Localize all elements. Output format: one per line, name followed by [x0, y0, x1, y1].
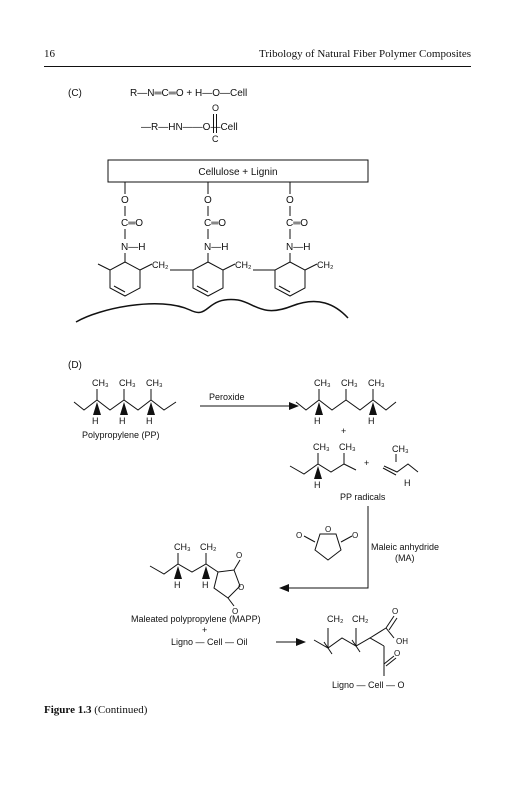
product-oh: OH [396, 637, 408, 646]
benzene-ring-1 [97, 253, 153, 297]
panel-d: (D) CH₃ CH₃ CH₃ H H H Polypropylene (PP)… [68, 360, 439, 690]
polypropylene-structure: CH₃ CH₃ CH₃ H H H Polypropylene (PP) [73, 378, 177, 440]
mapp-ring-o: O [238, 583, 244, 592]
maleic-anhydride-structure: O O O Maleic anhydride (MA) [296, 525, 439, 563]
radical-ch3-2: CH₃ [341, 378, 358, 388]
product-o-2: O [394, 649, 400, 658]
linkage-3-carbonyl: C═O [286, 218, 308, 229]
panel-c: (C) R—N═C═O + H—O—Cell —R—HN——O—Cell O C… [68, 88, 369, 323]
ligno-cell-o: Ligno — Cell — O [332, 680, 405, 690]
mapp-ch2: CH₂ [200, 542, 217, 552]
linkage-3-amine: N—H [286, 242, 310, 253]
mapp-h-2: H [202, 580, 209, 590]
ma-o-left: O [296, 531, 302, 540]
mapp-o-bottom: O [232, 607, 238, 616]
cellulose-lignin-box [107, 159, 369, 183]
radical-plus-1: + [341, 426, 346, 436]
urethane-product: —R—HN——O—Cell [141, 122, 238, 133]
mapp-label: Maleated polypropylene (MAPP) [131, 614, 261, 624]
radical-ch3-3: CH₃ [368, 378, 385, 388]
ma-abbrev-label: (MA) [395, 553, 415, 563]
peroxide-label: Peroxide [209, 392, 245, 402]
mapp-structure: CH₃ CH₂ H H O O O Maleated polypropylene… [131, 542, 261, 647]
radical-h-1: H [314, 416, 321, 426]
cellulose-lignin-label: Cellulose + Lignin [198, 167, 277, 178]
pp-h-3: H [146, 416, 153, 426]
running-header-title: Tribology of Natural Fiber Polymer Compo… [259, 48, 471, 60]
figure-continued: (Continued) [94, 704, 148, 716]
radical-plus-2: + [364, 458, 369, 468]
ch2-1: CH₂ [152, 260, 169, 270]
benzene-ring-3 [253, 253, 318, 297]
pp-h-2: H [119, 416, 126, 426]
figure-number: Figure 1.3 [44, 704, 92, 716]
frag-ch3-3: CH₃ [392, 444, 409, 454]
product-o-1: O [392, 607, 398, 616]
pp-radicals-label: PP radicals [340, 492, 386, 502]
linkage-2-amine: N—H [204, 242, 228, 253]
ma-reaction-arrow [279, 506, 369, 592]
radical-h-2: H [368, 416, 375, 426]
pp-ch3-1: CH₃ [92, 378, 109, 388]
pp-radical-chain: CH₃ CH₃ CH₃ H H + [295, 378, 397, 436]
ma-ring-o: O [325, 525, 331, 534]
radical-ch3-1: CH₃ [314, 378, 331, 388]
urethane-carbonyl-o: O [212, 103, 219, 113]
linkage-1-o: O [121, 195, 129, 206]
linkage-2-o: O [204, 195, 212, 206]
linkage-1-amine: N—H [121, 242, 145, 253]
mapp-o-top: O [236, 551, 242, 560]
linkage-3: O C═O N—H [286, 182, 310, 253]
ch2-2: CH₂ [235, 260, 252, 270]
panel-d-label: (D) [68, 360, 82, 371]
frag-ch3-1: CH₃ [313, 442, 330, 452]
benzene-ring-2 [170, 253, 236, 297]
header-rule [44, 66, 471, 67]
pp-radical-fragments: CH₃ CH₃ H + CH₃ H PP radicals [289, 442, 419, 502]
page-number: 16 [44, 48, 55, 60]
coupled-product-structure: CH₂ CH₂ O OH O Ligno — Cell — O [313, 607, 408, 690]
pp-ch3-2: CH₃ [119, 378, 136, 388]
figure-caption: Figure 1.3 (Continued) [44, 704, 147, 716]
pp-label: Polypropylene (PP) [82, 430, 160, 440]
linkage-1: O C═O N—H [121, 182, 145, 253]
isocyanate-reaction: R—N═C═O + H—O—Cell [130, 88, 247, 99]
frag-h-2: H [404, 478, 411, 488]
linkage-2-carbonyl: C═O [204, 218, 226, 229]
chemical-scheme-figure: (C) R—N═C═O + H—O—Cell —R—HN——O—Cell O C… [68, 88, 439, 690]
pp-h-1: H [92, 416, 99, 426]
maleic-anhydride-label: Maleic anhydride [371, 542, 439, 552]
fiber-surface-curve [75, 298, 349, 323]
linkage-2: O C═O N—H [204, 182, 228, 253]
urethane-carbon: C [212, 134, 219, 144]
product-ch2-1: CH₂ [327, 614, 344, 624]
ch2-3: CH₂ [317, 260, 334, 270]
frag-h-1: H [314, 480, 321, 490]
mapp-h-1: H [174, 580, 181, 590]
pp-ch3-3: CH₃ [146, 378, 163, 388]
mapp-ch3: CH₃ [174, 542, 191, 552]
linkage-3-o: O [286, 195, 294, 206]
product-ch2-2: CH₂ [352, 614, 369, 624]
panel-c-label: (C) [68, 88, 82, 99]
mapp-plus: + [202, 625, 207, 635]
frag-ch3-2: CH₃ [339, 442, 356, 452]
linkage-1-carbonyl: C═O [121, 218, 143, 229]
ma-o-right: O [352, 531, 358, 540]
ligno-cell-oil: Ligno — Cell — Oil [171, 637, 248, 647]
